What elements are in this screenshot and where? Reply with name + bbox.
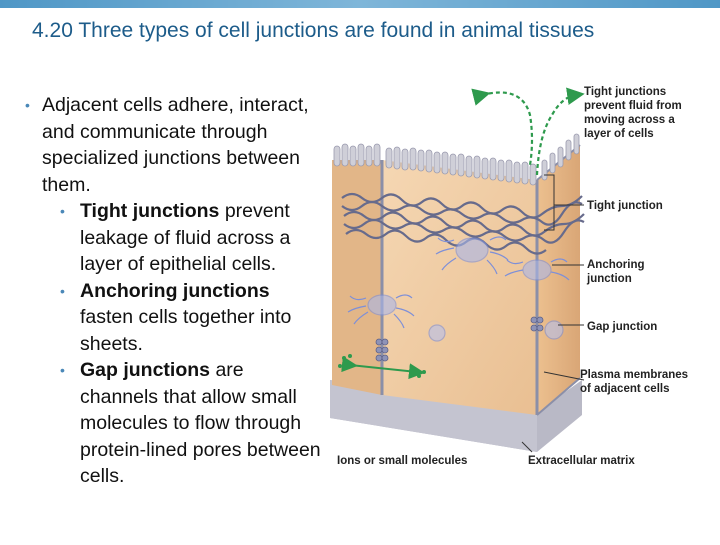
sub-bullet-anchoring: • Anchoring junctions fasten cells toget…: [22, 278, 322, 358]
microvilli: [333, 133, 580, 186]
label-tight-junctions-function: Tight junctions prevent fluid from movin…: [584, 86, 682, 140]
sub-bullet-gap: • Gap junctions are channels that allow …: [22, 357, 322, 490]
label-gap-junction: Gap junction: [587, 321, 658, 333]
cell-front-face: [382, 160, 537, 415]
slide-top-bar: [0, 0, 720, 8]
ion-dots: [338, 354, 426, 378]
label-tight-junction: Tight junction: [587, 200, 663, 212]
tight-junction-strands: [341, 192, 585, 255]
bullet-list: • Adjacent cells adhere, interact, and c…: [22, 92, 322, 490]
bullet-dot-icon: •: [60, 203, 65, 219]
label-anchoring-junction: Anchoring junction: [587, 259, 645, 285]
sub-bullet-term: Gap junctions: [80, 359, 211, 381]
label-leader-lines: [521, 174, 585, 453]
slide-title: 4.20 Three types of cell junctions are f…: [32, 19, 595, 42]
bullet-dot-icon: •: [25, 97, 30, 113]
sub-bullet-text: fasten cells together into sheets.: [80, 306, 292, 355]
main-bullet: • Adjacent cells adhere, interact, and c…: [22, 92, 322, 198]
sub-bullet-text: are channels that allow small molecules …: [80, 359, 321, 487]
bullet-dot-icon: •: [60, 362, 65, 378]
cell-junction-figure: Tight junctions prevent fluid from movin…: [322, 80, 720, 540]
sub-bullet-term: Tight junctions: [80, 200, 220, 222]
ion-flow-arrow: [341, 356, 425, 380]
cell-side-face: [537, 145, 580, 415]
cell-junction-illustration: [330, 87, 585, 453]
fluid-blocked-arrows: [471, 87, 585, 176]
sub-bullet-term: Anchoring junctions: [80, 279, 270, 302]
bullet-dot-icon: •: [60, 282, 65, 299]
anchoring-junction: [347, 236, 570, 342]
main-bullet-text: Adjacent cells adhere, interact, and com…: [42, 94, 309, 196]
sub-bullet-text: prevent leakage of fluid across a layer …: [80, 200, 291, 275]
label-extracellular-matrix: Extracellular matrix: [528, 455, 635, 467]
label-plasma-membranes: Plasma membranes of adjacent cells: [580, 369, 689, 395]
label-ions: Ions or small molecules: [337, 455, 468, 467]
sub-bullet-tight: • Tight junctions prevent leakage of flu…: [22, 198, 322, 278]
